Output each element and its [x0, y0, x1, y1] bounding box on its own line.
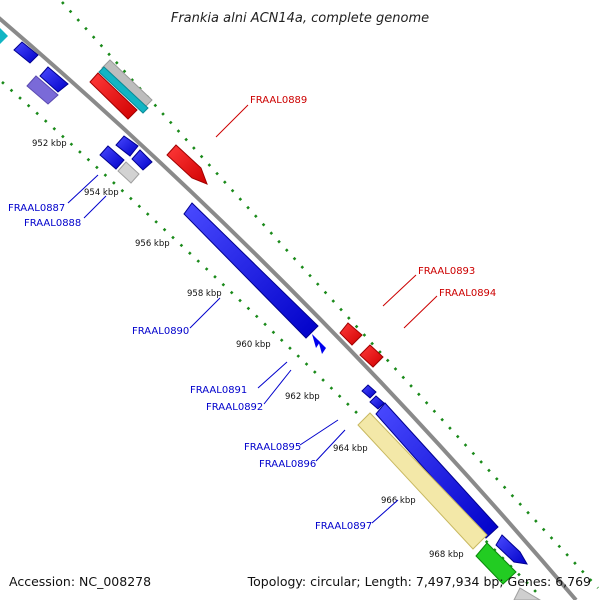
- gene-arrow-cyan-left[interactable]: [0, 28, 8, 44]
- callout-line-FRAAL0890: [189, 297, 221, 329]
- gene-arrow-FRAAL0894[interactable]: [359, 344, 384, 368]
- tick-label: 958 kbp: [187, 289, 222, 299]
- reverse-strand-genes: [89, 59, 384, 368]
- gene-arrow-blue-cluster-a[interactable]: [115, 135, 139, 157]
- callout-line-FRAAL0891: [257, 361, 288, 389]
- gene-label-FRAAL0895[interactable]: FRAAL0895: [244, 442, 301, 453]
- callout-line-FRAAL0892: [263, 369, 292, 405]
- gene-arrow-FRAAL0897[interactable]: [357, 412, 488, 550]
- gene-arrow-blue-bottom-right[interactable]: [495, 534, 528, 565]
- callout-line-FRAAL0896: [315, 429, 346, 462]
- gene-labels: FRAAL0887 FRAAL0888 FRAAL0889 FRAAL0890 …: [8, 95, 496, 532]
- gene-arrow-FRAAL0896[interactable]: [369, 395, 385, 410]
- gene-label-FRAAL0897[interactable]: FRAAL0897: [315, 521, 372, 532]
- genome-summary-text: Topology: circular; Length: 7,497,934 bp…: [247, 574, 591, 589]
- gene-arrow-blue-top-left[interactable]: [13, 41, 39, 64]
- grid-ring-outer: [61, 1, 599, 589]
- tick-label: 960 kbp: [236, 340, 271, 350]
- accession-text: Accession: NC_008278: [9, 574, 152, 589]
- gene-arrow-FRAAL0893[interactable]: [339, 322, 363, 346]
- gene-label-FRAAL0890[interactable]: FRAAL0890: [132, 326, 189, 337]
- callout-line-FRAAL0895: [299, 419, 339, 446]
- callout-line-FRAAL0893: [382, 274, 417, 307]
- gene-label-FRAAL0888[interactable]: FRAAL0888: [24, 218, 81, 229]
- tick-label: 956 kbp: [135, 239, 170, 249]
- tick-label: 968 kbp: [429, 550, 464, 560]
- gene-label-FRAAL0891[interactable]: FRAAL0891: [190, 385, 247, 396]
- gene-label-FRAAL0887[interactable]: FRAAL0887: [8, 203, 65, 214]
- gene-label-FRAAL0896[interactable]: FRAAL0896: [259, 459, 316, 470]
- gene-arrow-FRAAL0887[interactable]: [99, 145, 125, 170]
- tick-label: 962 kbp: [285, 392, 320, 402]
- tick-label: 954 kbp: [84, 188, 119, 198]
- callout-line-FRAAL0889: [215, 104, 249, 138]
- callout-lines: [67, 104, 438, 524]
- tick-labels: 952 kbp 954 kbp 956 kbp 958 kbp 960 kbp …: [32, 139, 464, 560]
- map-title: Frankia alni ACN14a, complete genome: [171, 11, 429, 26]
- gene-arrow-FRAAL0888[interactable]: [117, 161, 140, 184]
- gene-arrow-blue-long-lower[interactable]: [375, 402, 499, 539]
- gene-arrow-purple[interactable]: [26, 75, 59, 105]
- gene-arrow-FRAAL0895[interactable]: [361, 384, 377, 399]
- forward-strand-genes: [0, 28, 541, 600]
- gene-label-FRAAL0892[interactable]: FRAAL0892: [206, 402, 263, 413]
- callout-line-FRAAL0887: [67, 174, 99, 204]
- gene-arrow-FRAAL0891[interactable]: [312, 334, 320, 348]
- gene-arrow-blue-cluster-b[interactable]: [131, 149, 153, 171]
- gene-arrow-FRAAL0889[interactable]: [166, 144, 208, 185]
- gene-arrow-blue-left-2[interactable]: [39, 66, 69, 93]
- callout-line-FRAAL0888: [83, 195, 107, 219]
- tick-label: 964 kbp: [333, 444, 368, 454]
- tick-label: 952 kbp: [32, 139, 67, 149]
- genome-backbone: [0, 16, 578, 600]
- gene-arrow-red-top[interactable]: [89, 72, 138, 120]
- gene-label-FRAAL0893[interactable]: FRAAL0893: [418, 266, 475, 277]
- callout-line-FRAAL0894: [403, 295, 438, 329]
- gene-arrow-cyan-top[interactable]: [98, 66, 149, 114]
- tick-label: 966 kbp: [381, 496, 416, 506]
- gene-arrow-FRAAL0892[interactable]: [318, 340, 326, 354]
- gene-label-FRAAL0889[interactable]: FRAAL0889: [250, 95, 307, 106]
- callout-line-FRAAL0897: [371, 499, 399, 524]
- gene-label-FRAAL0894[interactable]: FRAAL0894: [439, 288, 496, 299]
- gene-arrow-FRAAL0890[interactable]: [183, 202, 319, 339]
- gene-arrow-green[interactable]: [475, 542, 517, 585]
- gene-arrow-grey-bottom[interactable]: [513, 587, 541, 600]
